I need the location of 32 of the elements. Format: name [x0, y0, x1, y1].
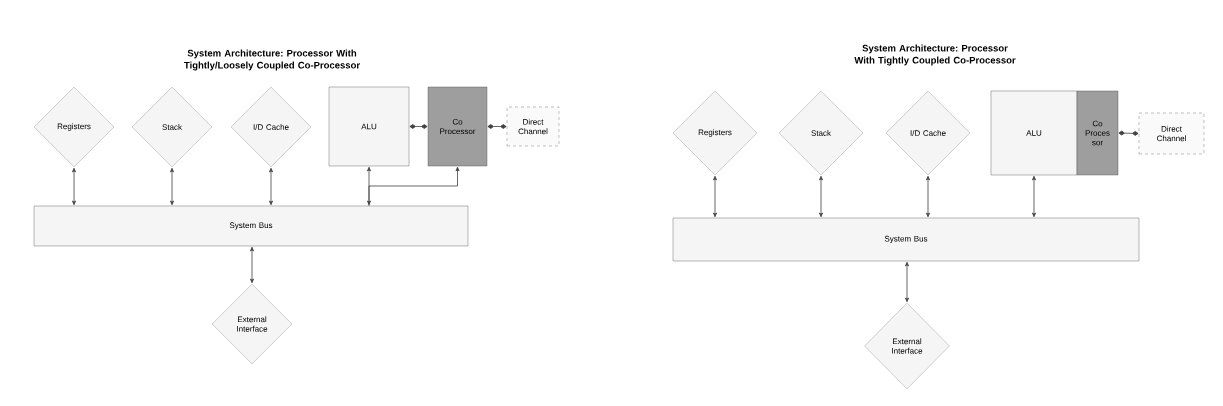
- channel-box: Direct Channel: [506, 106, 560, 147]
- arrow: [905, 261, 909, 303]
- diamond-node: External Interface: [211, 283, 293, 365]
- process-box: System Bus: [672, 217, 1140, 262]
- process-box: ALU: [328, 86, 410, 167]
- channel-box: Direct Channel: [1138, 112, 1205, 155]
- arrow: [368, 166, 460, 207]
- arrow: [250, 246, 254, 284]
- coprocessor-box: Co Proces sor: [1076, 90, 1119, 176]
- arrow: [926, 175, 930, 218]
- arrow: [487, 124, 507, 129]
- coprocessor-box: Co Processor: [427, 86, 488, 167]
- diamond-node: I/D Cache: [230, 86, 312, 168]
- process-box: System Bus: [33, 205, 469, 247]
- arrow: [1032, 175, 1036, 218]
- arrow: [72, 167, 76, 206]
- diamond-node: External Interface: [864, 302, 950, 390]
- diamond-node: Stack: [131, 86, 213, 168]
- arrow: [269, 167, 273, 206]
- process-box: ALU: [990, 90, 1078, 176]
- arrow: [367, 166, 371, 206]
- arrow: [1118, 130, 1139, 136]
- arrow: [713, 175, 717, 218]
- arrow: [170, 167, 174, 206]
- arrow: [409, 124, 428, 129]
- arrow: [819, 175, 823, 218]
- diamond-node: Registers: [33, 86, 115, 168]
- diamond-node: I/D Cache: [885, 90, 971, 176]
- diamond-node: Registers: [672, 90, 758, 176]
- diamond-node: Stack: [778, 90, 864, 176]
- title: System Architecture: Processor With Tightly Coupled Co-Processor: [854, 44, 1016, 66]
- title: System Architecture: Processor With Tightly/Loosely Coupled Co-Processor: [184, 49, 360, 71]
